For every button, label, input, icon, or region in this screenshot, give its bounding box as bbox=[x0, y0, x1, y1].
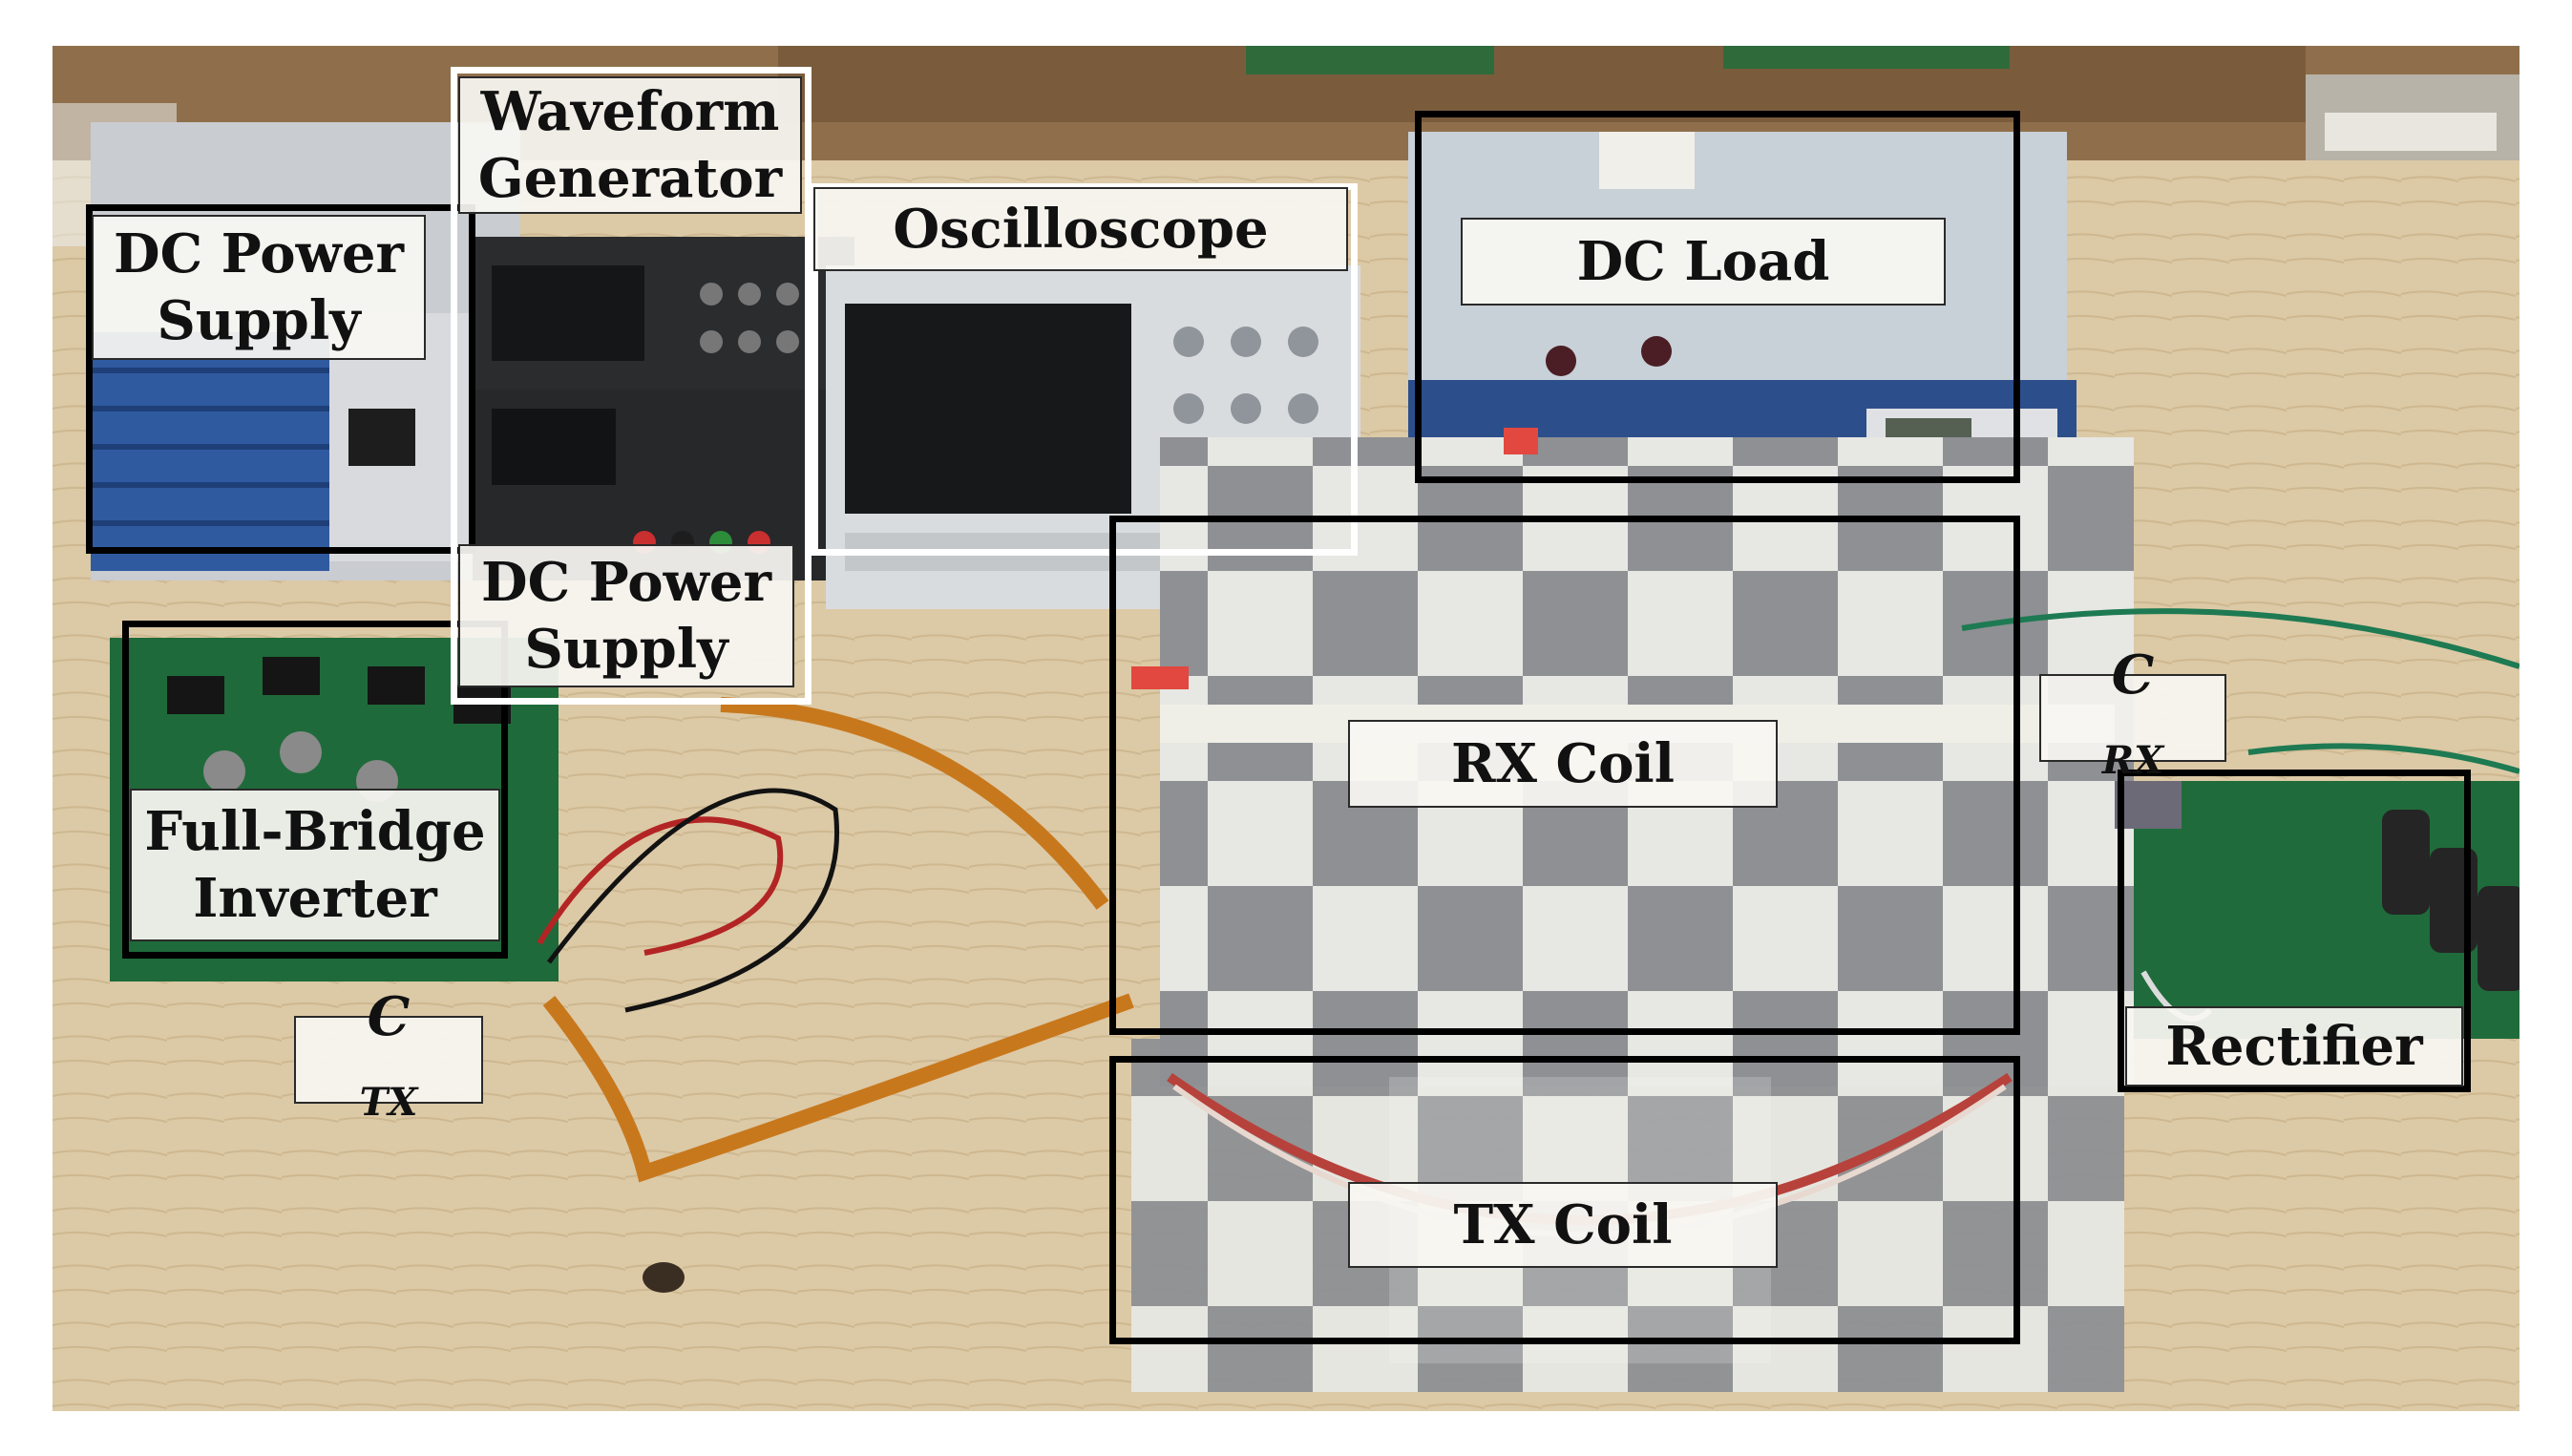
oscilloscope-frame bbox=[812, 183, 1358, 556]
label-rectifier: Rectifier bbox=[2125, 1006, 2463, 1087]
full-bridge-inverter-frame bbox=[122, 621, 508, 959]
label-tx-coil: TX Coil bbox=[1348, 1182, 1778, 1268]
instrument-stack-frame bbox=[451, 67, 812, 705]
label-rx-coil: RX Coil bbox=[1348, 720, 1778, 808]
rectifier-frame bbox=[2118, 770, 2471, 1092]
rx-coil-frame bbox=[1109, 516, 2020, 1035]
dc-power-supply-1-frame bbox=[86, 204, 475, 554]
dc-load-frame bbox=[1415, 111, 2020, 483]
label-dc-load: DC Load bbox=[1461, 218, 1946, 306]
label-oscilloscope: Oscilloscope bbox=[813, 187, 1348, 271]
tx-coil-frame bbox=[1109, 1056, 2020, 1344]
